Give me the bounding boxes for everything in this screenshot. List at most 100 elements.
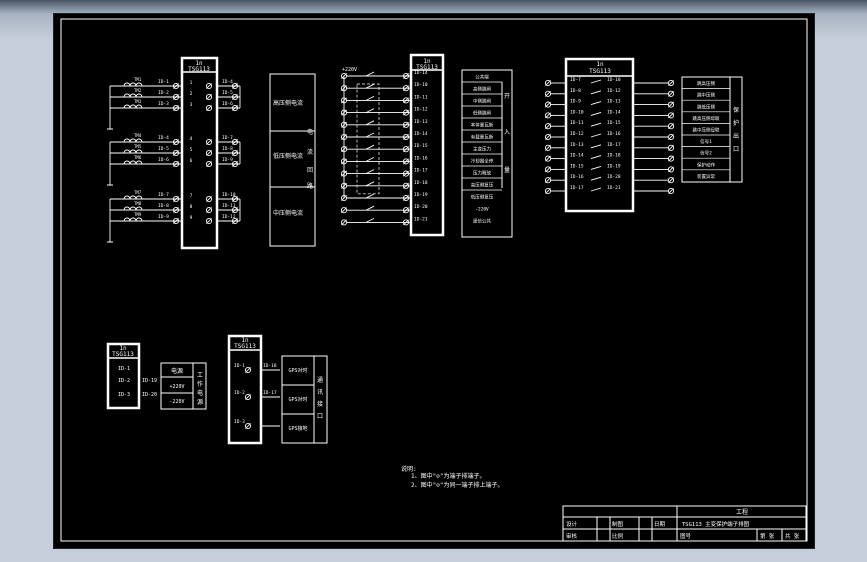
terminal-icon (402, 97, 410, 104)
output-row-label-right: ID-12 (607, 88, 621, 94)
output-desc: 跳低压侧 (697, 103, 715, 110)
terminal-icon (205, 160, 213, 168)
pin-number: 6 (190, 158, 193, 164)
terminal-icon (340, 72, 348, 80)
relay-title-5: 1n (241, 337, 249, 344)
comm-row-label-left: ID-2 (234, 390, 245, 396)
terminal-icon (172, 138, 180, 146)
terminal-icon (340, 109, 348, 116)
output-side-label-2: 出 (733, 132, 739, 140)
row-label-right: ID-4 (222, 79, 233, 85)
pin-number: 2 (190, 91, 193, 97)
input-desc: 遥信公共 (473, 218, 491, 225)
relay-model-1: TSG113 (188, 66, 210, 73)
input-desc: 低压侧复压 (471, 194, 494, 201)
terminal-icon (244, 422, 252, 430)
output-row-label-right: ID-18 (607, 153, 621, 159)
ct-label: TM3 (134, 99, 142, 104)
relay-box-2 (409, 53, 445, 237)
input-desc-table (461, 69, 513, 238)
output-desc: 信号1 (700, 138, 712, 145)
output-row-label-left: ID-10 (570, 109, 584, 115)
title-block-header: 工程 (736, 508, 748, 516)
terminal-icon (172, 206, 180, 214)
input-row-label: ID-17 (414, 168, 428, 174)
input-row-label: ID-21 (414, 216, 428, 222)
input-desc: 中侧跳闸 (473, 98, 491, 105)
row-label-right: ID-5 (222, 90, 233, 96)
terminal-icon (340, 170, 348, 177)
input-row-label: ID-20 (414, 204, 428, 210)
terminal-icon (667, 144, 675, 151)
terminal-icon (340, 97, 348, 104)
terminal-icon (544, 155, 552, 162)
row-label-right: ID-7 (222, 135, 233, 141)
terminal-icon (205, 206, 213, 214)
title-block: 工程 TSG113 主变保护端子排图 设计 制图 审核 比例 日期 图号 第 张… (562, 505, 807, 542)
power-right-label-1: ID-20 (142, 392, 157, 398)
terminal-icon (340, 146, 348, 153)
power-right-label-0: ID-19 (142, 378, 157, 384)
terminal-icon (205, 93, 213, 101)
comm-side-3: 口 (317, 413, 323, 420)
relay-title-1: 1n (195, 60, 203, 67)
ct-label: TM5 (134, 144, 142, 149)
output-side-label-0: 保 (733, 106, 739, 114)
comm-desc-table (281, 355, 328, 444)
input-desc: 压力释放 (473, 170, 491, 177)
power-side-2: 电 (197, 389, 203, 397)
relay-box-5 (227, 334, 263, 445)
current-side-label-2: 回 (307, 167, 313, 174)
power-row-label-0: ID-1 (118, 366, 130, 372)
power-desc-1: +220V (169, 384, 184, 390)
ct-label: TM7 (134, 190, 142, 195)
row-label-right: ID-12 (222, 214, 236, 220)
terminal-icon (667, 112, 675, 119)
comm-side-2: 接 (317, 400, 323, 408)
output-row-label-left: ID-7 (570, 77, 581, 83)
comm-row-label-right: ID-18 (263, 363, 277, 369)
ct-label: TM6 (134, 155, 142, 160)
relay-model-5: TSG113 (234, 343, 256, 350)
comm-row-label-left: ID-3 (234, 419, 245, 425)
current-desc-mid: 中压侧电流 (273, 209, 303, 217)
terminal-icon (205, 195, 213, 203)
terminal-icon (667, 177, 675, 184)
input-side-label-1: 入 (504, 129, 510, 136)
terminal-icon (340, 207, 348, 214)
terminal-icon (172, 82, 180, 90)
terminal-icon (667, 166, 675, 173)
output-row-label-right: ID-14 (607, 109, 621, 115)
terminal-icon (402, 85, 410, 92)
power-supply-block: 1n TSG113 ID-1 ID-2 ID-3 ID-19 ID-20 电源 … (106, 342, 207, 410)
inner-frame (60, 18, 808, 542)
ct-label: TM8 (134, 201, 142, 206)
row-label-left: ID-8 (158, 203, 169, 209)
terminal-icon (402, 121, 410, 128)
binary-input-block: +220V 1n TSG113 ID-14ID-10ID-11ID-12ID-1… (340, 53, 513, 238)
terminal-icon (205, 138, 213, 146)
power-side-0: 工 (197, 372, 203, 379)
comm-side-0: 通 (317, 376, 323, 384)
power-side-3: 源 (197, 398, 203, 406)
terminal-icon (205, 217, 213, 225)
terminal-icon (667, 79, 675, 87)
terminal-icon (667, 187, 675, 195)
terminal-icon (402, 194, 410, 202)
terminal-icon (402, 170, 410, 177)
input-row-label: ID-18 (414, 180, 428, 186)
input-desc: 高压侧复压 (471, 182, 494, 189)
current-desc-table (269, 73, 316, 247)
current-desc-low: 低压侧电流 (273, 152, 303, 160)
output-side-label-1: 护 (733, 119, 739, 127)
output-row-label-right: ID-20 (607, 174, 621, 180)
ct-coil-icon (123, 149, 143, 154)
title-label-check: 审核 (566, 532, 578, 540)
input-desc: 公共端 (475, 74, 489, 81)
input-row-label: ID-19 (414, 192, 428, 198)
current-side-label-0: 电 (307, 128, 313, 136)
row-label-right: ID-10 (222, 192, 236, 198)
